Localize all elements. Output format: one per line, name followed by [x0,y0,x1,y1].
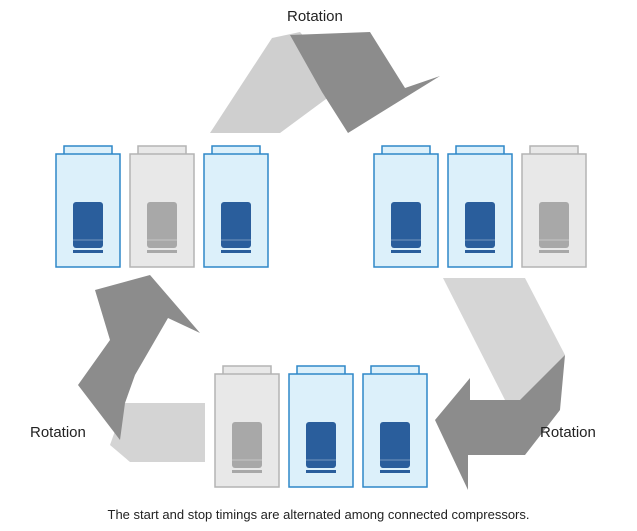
right-group [373,145,587,268]
bottom-group [214,365,428,488]
compressor-unit-active [373,145,439,268]
compressor-units-layer [55,145,587,488]
compressor-unit-active [447,145,513,268]
compressor-unit-idle [214,365,280,488]
rotation-label-right: Rotation [540,424,596,441]
left-group [55,145,269,268]
rotation-arrow-left-tail [110,403,205,462]
rotation-arrow-right-head [435,355,565,490]
rotation-arrow-right-tail [443,278,565,400]
compressor-unit-idle [521,145,587,268]
compressor-unit-active [288,365,354,488]
compressor-unit-active [362,365,428,488]
rotation-arrow-top-head [290,32,440,133]
rotation-label-left: Rotation [30,424,86,441]
compressor-unit-idle [129,145,195,268]
compressor-unit-active [55,145,121,268]
rotation-arrow-left-head [78,275,200,440]
diagram-caption: The start and stop timings are alternate… [107,507,530,522]
rotation-label-top: Rotation [287,8,343,25]
compressor-unit-active [203,145,269,268]
